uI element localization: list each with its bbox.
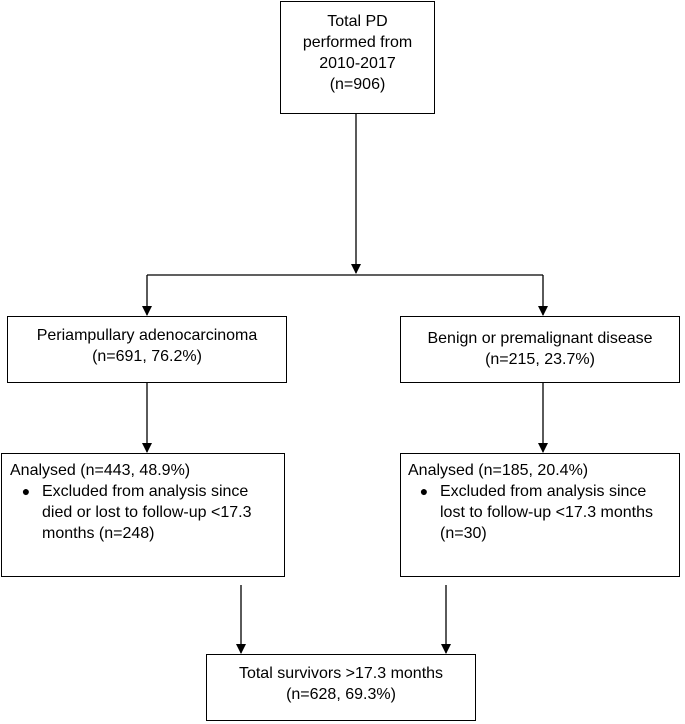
total-pd-box: Total PD performed from 2010-2017 (n=906… — [280, 1, 435, 114]
total-pd-line-2: performed from — [302, 34, 413, 51]
total-pd-line-3: 2010-2017 — [319, 55, 396, 72]
analysed-right-bullet: ● Excluded from analysis since lost to f… — [408, 481, 673, 544]
analysed-left-bullet: ● Excluded from analysis since died or l… — [10, 481, 278, 544]
benign-count: (n=215, 23.7%) — [485, 351, 595, 368]
total-pd-line-1: Total PD — [327, 13, 388, 30]
total-pd-line-4: (n=906) — [329, 76, 386, 93]
total-survivors-box: Total survivors >17.3 months (n=628, 69.… — [206, 654, 476, 721]
periampullary-label: Periampullary adenocarcinoma — [36, 327, 258, 344]
analysed-right-heading: Analysed (n=185, 20.4%) — [408, 462, 589, 479]
analysed-left-heading: Analysed (n=443, 48.9%) — [10, 462, 191, 479]
analysed-right-excluded-text: Excluded from analysis since lost to fol… — [440, 483, 654, 542]
analysed-right-box: Analysed (n=185, 20.4%) ● Excluded from … — [400, 453, 680, 577]
total-survivors-count: (n=628, 69.3%) — [286, 686, 396, 703]
benign-box: Benign or premalignant disease (n=215, 2… — [400, 316, 680, 383]
bullet-icon: ● — [21, 483, 31, 499]
analysed-left-box: Analysed (n=443, 48.9%) ● Excluded from … — [1, 453, 285, 577]
periampullary-box: Periampullary adenocarcinoma (n=691, 76.… — [7, 316, 287, 383]
periampullary-count: (n=691, 76.2%) — [92, 348, 202, 365]
analysed-left-excluded-text: Excluded from analysis since died or los… — [42, 483, 252, 542]
total-survivors-label: Total survivors >17.3 months — [238, 665, 444, 682]
benign-label: Benign or premalignant disease — [427, 330, 653, 347]
bullet-icon: ● — [419, 483, 429, 499]
